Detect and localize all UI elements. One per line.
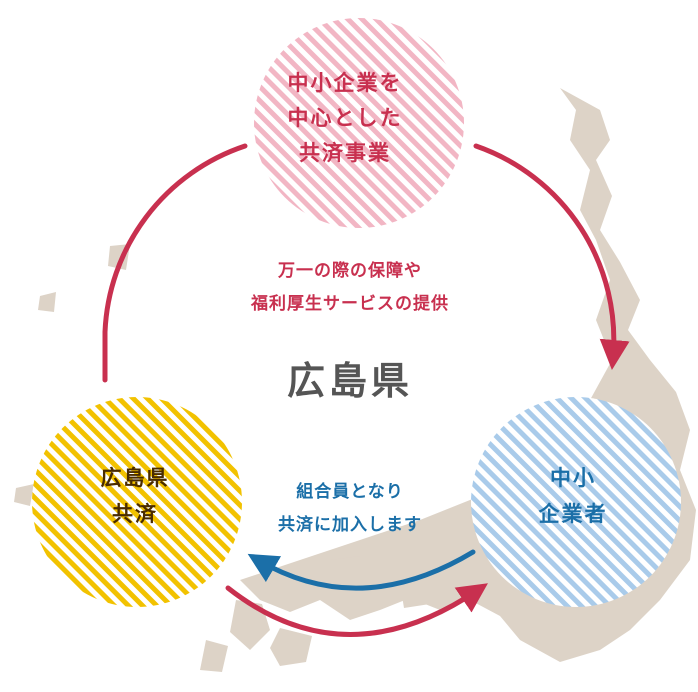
node-left-label: 広島県 共済: [100, 466, 170, 526]
island-shape: [270, 628, 312, 666]
node-top-label: 中小企業を 中心とした 共済事業: [287, 71, 403, 165]
node-right-label: 中小 企業者: [538, 466, 608, 526]
cycle-arrow-left: [102, 143, 248, 383]
benefits-annotation: 万一の際の保障や 福利厚生サービスの提供: [251, 261, 449, 314]
island-shape: [400, 580, 430, 608]
node-left-circle: [32, 397, 242, 607]
island-shape: [38, 292, 56, 312]
join-arrow: [247, 549, 476, 591]
island-shape: [14, 484, 34, 506]
island-shape: [230, 600, 270, 650]
island-shape: [330, 556, 366, 588]
cycle-arrow-bottom: [225, 583, 488, 637]
node-top-circle: [254, 18, 464, 228]
membership-annotation: 組合員となり 共済に加入します: [278, 482, 422, 535]
node-right-circle: [471, 397, 681, 607]
region-label: 広島県: [286, 359, 413, 403]
island-shape: [200, 640, 228, 672]
cycle-arrow-top-right: [473, 143, 630, 370]
